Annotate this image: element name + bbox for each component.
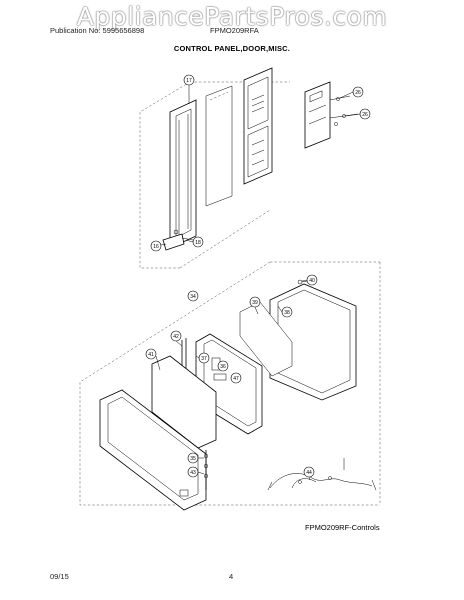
callout-34: 34 xyxy=(187,290,199,302)
lever-part xyxy=(162,229,194,251)
callout-17: 17 xyxy=(183,74,195,86)
svg-text:43: 43 xyxy=(190,470,196,476)
svg-text:26: 26 xyxy=(362,112,368,118)
svg-text:38: 38 xyxy=(284,310,290,316)
callout-36: 36 xyxy=(217,360,229,372)
page-title: CONTROL PANEL,DOOR,MISC. xyxy=(173,44,291,53)
svg-text:42: 42 xyxy=(173,334,179,340)
svg-text:18: 18 xyxy=(195,240,201,246)
svg-text:36: 36 xyxy=(220,364,226,370)
callout-16: 16 xyxy=(150,240,162,252)
callout-26b: 26 xyxy=(359,108,371,120)
diagram-caption: FPMO209RF-Controls xyxy=(305,523,380,532)
svg-text:26: 26 xyxy=(355,90,361,96)
svg-text:44: 44 xyxy=(306,470,312,476)
callout-26a: 26 xyxy=(352,86,364,98)
svg-text:37: 37 xyxy=(201,356,207,362)
callout-39: 39 xyxy=(249,296,261,308)
svg-text:41: 41 xyxy=(148,352,154,358)
wire-harness xyxy=(267,458,377,491)
svg-text:17: 17 xyxy=(186,78,192,84)
svg-text:47: 47 xyxy=(233,376,239,382)
page-number: 4 xyxy=(229,572,234,581)
callout-40: 40 xyxy=(306,274,318,286)
door-window xyxy=(151,355,217,449)
callout-42: 42 xyxy=(170,330,182,342)
callout-47: 47 xyxy=(230,372,242,384)
callout-44: 44 xyxy=(303,466,315,478)
door-outer xyxy=(99,389,207,511)
svg-text:16: 16 xyxy=(153,244,159,250)
svg-text:39: 39 xyxy=(252,300,258,306)
svg-text:35: 35 xyxy=(190,456,196,462)
callout-18: 18 xyxy=(192,236,204,248)
watermark: AppliancePartsPros.com xyxy=(76,2,388,31)
callout-43: 43 xyxy=(187,466,199,478)
leader-lines xyxy=(155,85,361,481)
publication-number: Publication No: 5995656898 xyxy=(50,26,145,35)
callout-35: 35 xyxy=(187,452,199,464)
control-board xyxy=(304,81,359,149)
model-number: FPMO209RFA xyxy=(210,26,259,35)
footer-date: 09/15 xyxy=(50,572,69,581)
keypad-membrane xyxy=(243,67,273,185)
control-panel-frame xyxy=(169,99,197,249)
upper-assembly-boundary xyxy=(139,81,290,269)
callout-41: 41 xyxy=(145,348,157,360)
svg-text:40: 40 xyxy=(309,278,315,284)
svg-text:34: 34 xyxy=(190,294,196,300)
door-latch xyxy=(203,450,209,490)
control-panel-overlay xyxy=(205,85,233,207)
callout-37: 37 xyxy=(198,352,210,364)
callout-38: 38 xyxy=(281,306,293,318)
